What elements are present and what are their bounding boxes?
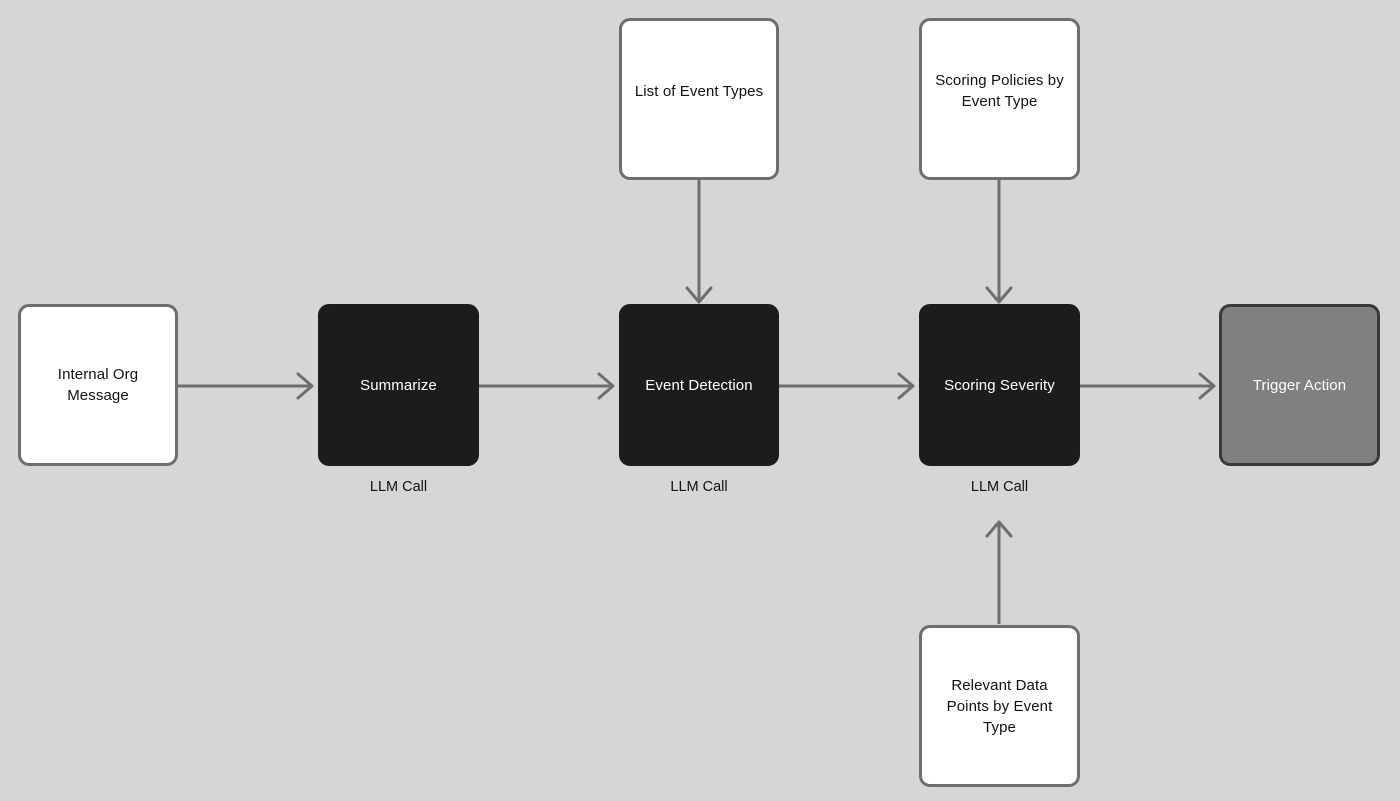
- node-label-list-of-event-types: List of Event Types: [634, 82, 764, 100]
- node-label-scoring-severity: Scoring Severity: [944, 376, 1055, 394]
- node-label-scoring-policies-by-event-type: Scoring Policies by Event Type: [935, 72, 1064, 110]
- node-trigger-action[interactable]: Trigger Action: [1219, 304, 1380, 466]
- node-label-relevant-data-points-by-event-type: Relevant Data Points by Event Type: [946, 676, 1053, 736]
- edge-event-detection-to-scoring-severity: [779, 371, 919, 401]
- node-list-of-event-types[interactable]: List of Event Types: [619, 18, 779, 180]
- node-scoring-policies-by-event-type[interactable]: Scoring Policies by Event Type: [919, 18, 1080, 180]
- node-label-internal-org-message: Internal Org Message: [57, 366, 139, 404]
- node-label-trigger-action: Trigger Action: [1252, 376, 1347, 394]
- node-internal-org-message[interactable]: Internal Org Message: [18, 304, 178, 466]
- node-label-event-detection: Event Detection: [645, 376, 753, 394]
- edge-message-to-summarize: [178, 371, 318, 401]
- node-summarize[interactable]: Summarize: [318, 304, 479, 466]
- edge-data-points-to-scoring-severity: [984, 520, 1014, 626]
- node-scoring-severity[interactable]: Scoring Severity: [919, 304, 1080, 466]
- caption-summarize: LLM Call: [369, 479, 428, 495]
- caption-event-detection: LLM Call: [670, 479, 728, 495]
- node-event-detection[interactable]: Event Detection: [619, 304, 779, 466]
- edge-policies-to-scoring-severity: [984, 180, 1014, 306]
- edge-summarize-to-event-detection: [479, 371, 619, 401]
- node-relevant-data-points-by-event-type[interactable]: Relevant Data Points by Event Type: [919, 625, 1080, 787]
- caption-scoring-severity: LLM Call: [970, 479, 1029, 495]
- edge-scoring-severity-to-trigger-action: [1080, 371, 1220, 401]
- edge-event-types-to-event-detection: [684, 180, 714, 306]
- node-label-summarize: Summarize: [360, 376, 437, 394]
